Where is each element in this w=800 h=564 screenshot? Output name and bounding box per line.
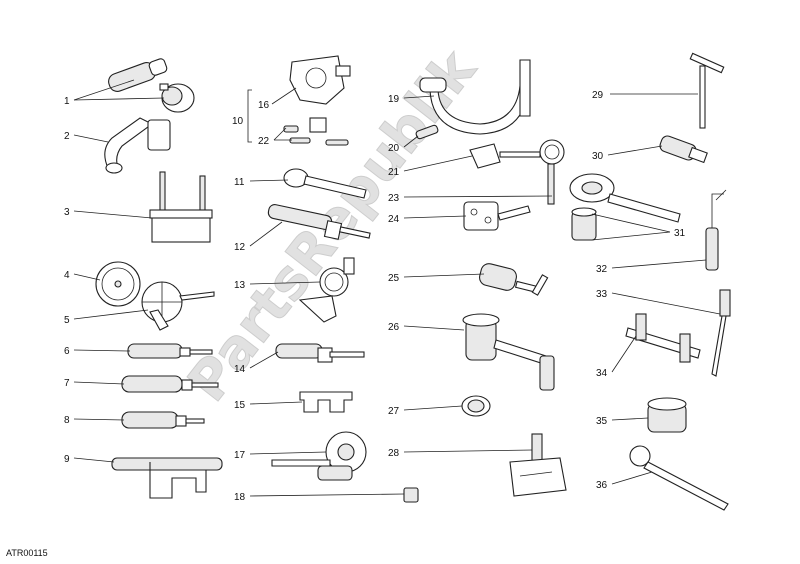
- label-10: 10: [232, 116, 244, 127]
- label-19: 19: [388, 94, 400, 105]
- tool-31-socket: [571, 207, 597, 241]
- tool-7-drift: [121, 375, 219, 393]
- tool-20-pin: [415, 124, 439, 140]
- label-6: 6: [64, 346, 70, 357]
- label-15: 15: [234, 400, 246, 411]
- tool-32-tester: [705, 189, 727, 271]
- tool-14-tube: [275, 343, 365, 363]
- tool-8-drift: [121, 411, 205, 429]
- label-16: 16: [258, 100, 270, 111]
- tool-35-puller-cup: [647, 397, 687, 433]
- label-9: 9: [64, 454, 70, 465]
- tool-15-clip: [299, 391, 353, 413]
- label-29: 29: [592, 90, 604, 101]
- label-5: 5: [64, 315, 70, 326]
- label-13: 13: [234, 280, 246, 291]
- label-33: 33: [596, 289, 608, 300]
- tool-16-fixture: [289, 55, 351, 105]
- label-35: 35: [596, 416, 608, 427]
- tool-9-puller: [111, 457, 223, 499]
- label-24: 24: [388, 214, 400, 225]
- label-25: 25: [388, 273, 400, 284]
- tool-21-gauge: [469, 139, 565, 169]
- leader-lines: [73, 79, 721, 497]
- label-12: 12: [234, 242, 246, 253]
- tool-3-alignment-fixture: [149, 171, 213, 243]
- label-20: 20: [388, 143, 400, 154]
- label-14: 14: [234, 364, 246, 375]
- label-1: 1: [64, 96, 70, 107]
- label-36: 36: [596, 480, 608, 491]
- tool-19-c-frame: [419, 59, 531, 135]
- tool-4-degree-wheel: [95, 261, 141, 307]
- tool-29-t-handle: [689, 52, 725, 129]
- tool-23-rod: [547, 163, 555, 205]
- label-21: 21: [388, 167, 400, 178]
- diagram-code: ATR00115: [6, 548, 48, 558]
- label-11: 11: [234, 177, 245, 188]
- tool-33-rod: [711, 289, 731, 377]
- label-18: 18: [234, 492, 246, 503]
- label-8: 8: [64, 415, 70, 426]
- label-22: 22: [258, 136, 270, 147]
- tool-1-socket-set: [108, 58, 195, 113]
- label-30: 30: [592, 151, 604, 162]
- tool-22-pins: [283, 117, 349, 146]
- tool-34-cross-tool: [625, 313, 701, 363]
- label-32: 32: [596, 264, 608, 275]
- label-27: 27: [388, 406, 400, 417]
- tool-26-clamp: [462, 313, 555, 391]
- tool-6-drift: [127, 343, 213, 359]
- label-4: 4: [64, 270, 70, 281]
- label-7: 7: [64, 378, 70, 389]
- label-31: 31: [674, 228, 686, 239]
- callout-labels: 1 2 3 4 5 6 7 8 9 10 11 12 13 14 15 16 1…: [64, 90, 686, 503]
- label-3: 3: [64, 207, 70, 218]
- tool-5-degree-pointer: [141, 281, 215, 331]
- tool-flange-wrench: [569, 173, 681, 223]
- tool-24-bracket: [463, 201, 531, 231]
- tool-36-ring-wrench: [629, 445, 729, 511]
- tool-12-insert-tool: [267, 204, 371, 240]
- label-23: 23: [388, 193, 400, 204]
- tool-27-ring: [461, 395, 491, 417]
- tool-18-nut: [403, 487, 419, 503]
- label-34: 34: [596, 368, 608, 379]
- tool-17-holder: [271, 431, 367, 481]
- tool-25-t-bar: [479, 263, 549, 296]
- tool-11-pin-wrench: [283, 168, 367, 199]
- label-2: 2: [64, 131, 70, 142]
- tool-2-crank: [104, 117, 171, 174]
- label-17: 17: [234, 450, 246, 461]
- tool-30-knurled: [659, 135, 708, 164]
- tool-28-press: [509, 433, 567, 497]
- label-26: 26: [388, 322, 400, 333]
- tool-13-dial-gauge: [298, 257, 355, 323]
- label-28: 28: [388, 448, 400, 459]
